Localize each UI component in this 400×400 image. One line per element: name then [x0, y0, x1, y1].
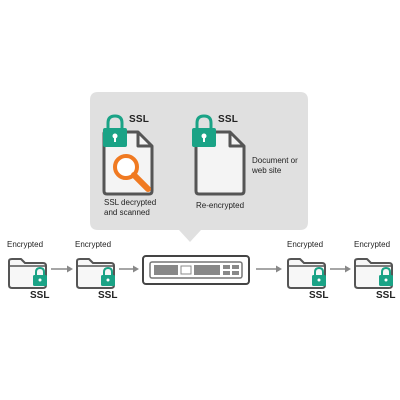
- node-label-encrypted-3: Encrypted: [287, 240, 324, 249]
- arrow-icon-1: [51, 265, 73, 273]
- caption-re-encrypted: Re-encrypted: [196, 201, 245, 210]
- arrow-icon-4: [330, 265, 351, 273]
- caption-decrypted-scanned: SSL decrypted and scanned: [104, 198, 157, 217]
- lock-icon-left: [103, 114, 127, 147]
- node-label-encrypted-2: Encrypted: [75, 240, 112, 249]
- arrow-icon-3: [256, 265, 282, 273]
- appliance-icon: [142, 255, 250, 285]
- lock-icon-small-1: [33, 266, 47, 286]
- node-label-ssl-1: SSL: [30, 290, 50, 301]
- lock-icon-small-2: [101, 266, 115, 286]
- caption-document-or-website: Document or web site: [252, 156, 298, 175]
- lock-icon-right: [192, 114, 216, 147]
- lock-icon-small-4: [379, 266, 393, 286]
- node-label-ssl-4: SSL: [376, 290, 396, 301]
- arrow-icon-2: [119, 265, 139, 273]
- node-label-ssl-3: SSL: [309, 290, 329, 301]
- lock-icon-small-3: [312, 266, 326, 286]
- ssl-label-left: SSL: [129, 114, 150, 125]
- node-label-encrypted-4: Encrypted: [354, 240, 391, 249]
- magnifier-icon: [113, 154, 151, 192]
- ssl-label-right: SSL: [218, 114, 239, 125]
- node-label-encrypted-1: Encrypted: [7, 240, 44, 249]
- node-label-ssl-2: SSL: [98, 290, 118, 301]
